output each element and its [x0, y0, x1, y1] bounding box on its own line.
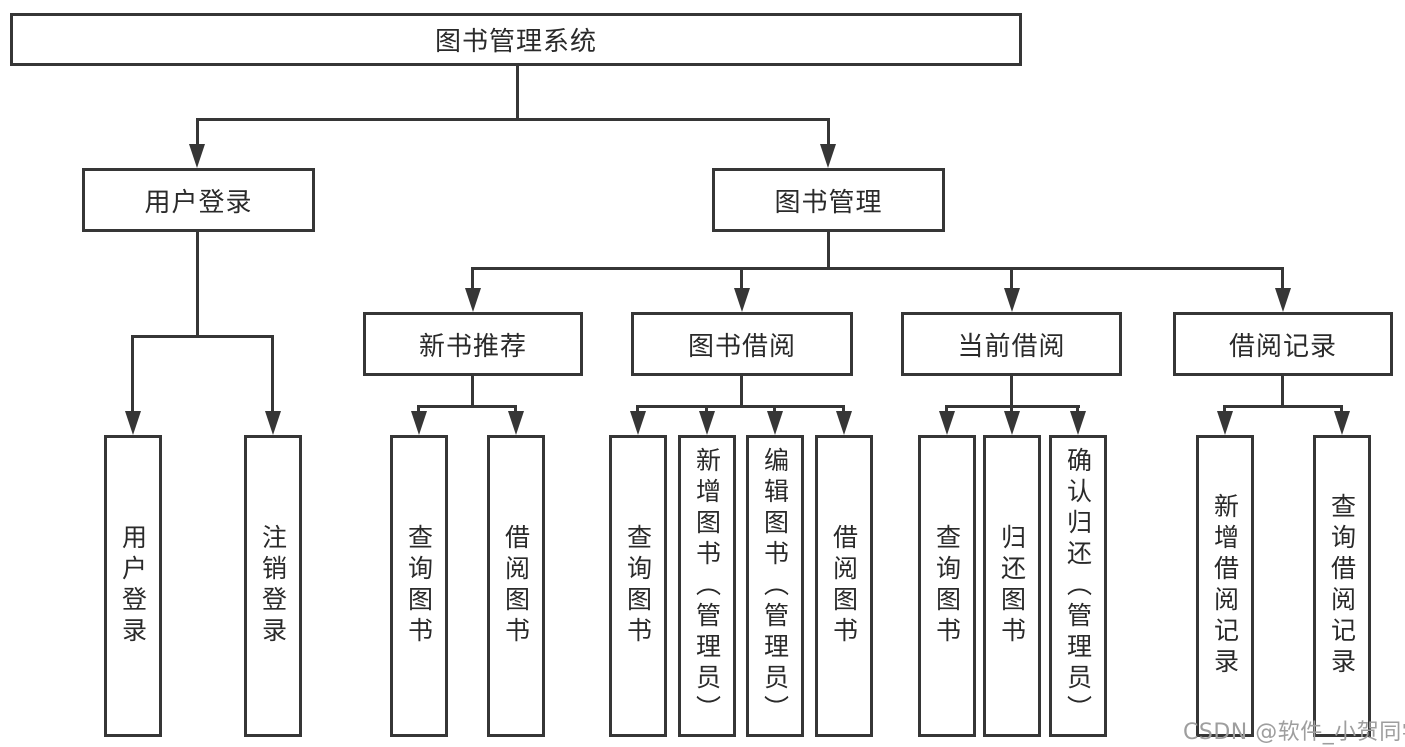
node-label: 用户登录 [144, 187, 253, 218]
connector-arrowhead [820, 144, 836, 168]
connector-line [417, 405, 517, 408]
leaf-logout-login: 注销登录 [244, 435, 302, 737]
connector-line [740, 376, 743, 407]
connector-line [1010, 267, 1013, 292]
connector-arrowhead [939, 411, 955, 435]
node-label: 归还图书 [997, 524, 1027, 648]
leaf-query-books-current: 查询图书 [918, 435, 976, 737]
connector-line [196, 118, 830, 121]
node-library-management-system: 图书管理系统 [10, 13, 1022, 66]
connector-arrowhead [1275, 288, 1291, 312]
connector-line [945, 405, 948, 414]
connector-line [1281, 376, 1284, 407]
node-label: 借阅图书 [829, 524, 859, 648]
node-label: 图书借阅 [687, 331, 796, 362]
connector-arrowhead [1070, 411, 1086, 435]
connector-line [196, 118, 199, 148]
leaf-query-books-borrowing: 查询图书 [609, 435, 667, 737]
csdn-watermark: CSDN @软件_小贺同学 [1183, 720, 1405, 745]
node-book-borrowing: 图书借阅 [631, 312, 853, 376]
leaf-borrow-books-borrowing: 借阅图书 [815, 435, 873, 737]
leaf-add-borrow-record: 新增借阅记录 [1196, 435, 1254, 737]
connector-line [1010, 376, 1013, 407]
connector-line [471, 267, 1284, 270]
connector-line [471, 376, 474, 407]
connector-line [131, 335, 134, 413]
connector-arrowhead [699, 411, 715, 435]
connector-line [636, 405, 845, 408]
connector-arrowhead [411, 411, 427, 435]
connector-arrowhead [465, 288, 481, 312]
connector-line [132, 335, 274, 338]
connector-line [842, 405, 845, 414]
leaf-add-book-admin: 新增图书（管理员） [678, 435, 736, 737]
connector-arrowhead [265, 411, 281, 435]
node-current-borrowing: 当前借阅 [901, 312, 1122, 376]
node-label: 编辑图书（管理员） [760, 446, 790, 726]
connector-line [516, 65, 519, 120]
connector-line [1010, 405, 1013, 414]
node-label: 查询借阅记录 [1327, 493, 1357, 679]
connector-line [827, 118, 830, 148]
connector-arrowhead [125, 411, 141, 435]
node-label: 查询图书 [623, 524, 653, 648]
leaf-query-borrow-record: 查询借阅记录 [1313, 435, 1371, 737]
connector-arrowhead [836, 411, 852, 435]
node-label: 查询图书 [932, 524, 962, 648]
leaf-return-books: 归还图书 [983, 435, 1041, 737]
connector-line [196, 232, 199, 337]
connector-line [1076, 405, 1079, 414]
node-label: 借阅记录 [1228, 331, 1337, 362]
connector-arrowhead [1217, 411, 1233, 435]
connector-arrowhead [508, 411, 524, 435]
node-borrowing-records: 借阅记录 [1173, 312, 1393, 376]
node-label: 借阅图书 [501, 524, 531, 648]
connector-arrowhead [1004, 411, 1020, 435]
node-label: 新增借阅记录 [1210, 493, 1240, 679]
connector-line [271, 335, 274, 413]
connector-arrowhead [734, 288, 750, 312]
connector-arrowhead [767, 411, 783, 435]
connector-line [636, 405, 639, 414]
connector-line [417, 405, 420, 414]
node-label: 图书管理 [774, 187, 883, 218]
connector-line [827, 232, 830, 269]
node-label: 查询图书 [404, 524, 434, 648]
node-label: 当前借阅 [957, 331, 1066, 362]
connector-line [773, 405, 776, 414]
connector-line [1223, 405, 1226, 414]
connector-arrowhead [1004, 288, 1020, 312]
node-label: 新书推荐 [418, 331, 527, 362]
connector-line [514, 405, 517, 414]
connector-arrowhead [630, 411, 646, 435]
node-user-login: 用户登录 [82, 168, 315, 232]
connector-arrowhead [1334, 411, 1350, 435]
connector-line [740, 267, 743, 292]
connector-line [1223, 405, 1343, 408]
leaf-query-books-recommend: 查询图书 [390, 435, 448, 737]
node-label: 新增图书（管理员） [692, 446, 722, 726]
node-book-management: 图书管理 [712, 168, 945, 232]
connector-arrowhead [189, 144, 205, 168]
leaf-user-login: 用户登录 [104, 435, 162, 737]
node-new-book-recommendation: 新书推荐 [363, 312, 583, 376]
node-label: 注销登录 [258, 524, 288, 648]
leaf-edit-book-admin: 编辑图书（管理员） [746, 435, 804, 737]
connector-line [705, 405, 708, 414]
node-label: 图书管理系统 [434, 27, 597, 57]
node-label: 用户登录 [118, 524, 148, 648]
connector-line [1281, 267, 1284, 292]
leaf-borrow-books-recommend: 借阅图书 [487, 435, 545, 737]
connector-line [1340, 405, 1343, 414]
node-label: 确认归还（管理员） [1063, 446, 1093, 726]
leaf-confirm-return-admin: 确认归还（管理员） [1049, 435, 1107, 737]
connector-line [471, 267, 474, 292]
